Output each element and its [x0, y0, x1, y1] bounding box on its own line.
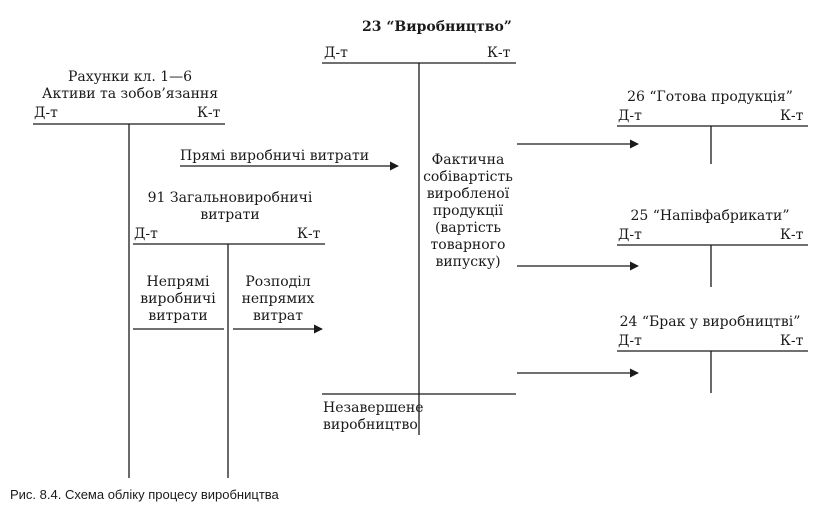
overhead-debit-label: Д-т: [134, 226, 158, 242]
indirect-costs-line1: Непрямі: [146, 274, 210, 290]
actual-cost-line2: собівартість: [423, 169, 513, 185]
semi-finished-debit-label: Д-т: [618, 227, 642, 243]
production-account-title: 23 “Виробництво”: [362, 19, 512, 35]
assets-account-title-line2: Активи та зобов’язання: [41, 86, 219, 102]
defects-account-title: 24 “Брак у виробництві”: [619, 314, 801, 330]
overhead-account-title-line2: витрати: [200, 207, 260, 223]
wip-line1: Незавершене: [323, 400, 424, 416]
direct-costs-label: Прямі виробничі витрати: [180, 148, 370, 164]
actual-cost-line6: товарного: [430, 237, 506, 253]
indirect-costs-line3: витрати: [148, 308, 208, 324]
wip-line2: виробництво: [323, 417, 418, 433]
semi-finished-account-title: 25 “Напівфабрикати”: [630, 208, 790, 224]
production-debit-label: Д-т: [324, 45, 348, 61]
actual-cost-line5: (вартість: [434, 220, 502, 236]
assets-credit-label: К-т: [197, 105, 221, 121]
allocation-line3: витрат: [252, 308, 303, 324]
overhead-credit-label: К-т: [297, 226, 321, 242]
allocation-line2: непрямих: [241, 291, 315, 307]
overhead-account-title-line1: 91 Загальновиробничі: [147, 190, 313, 206]
actual-cost-line7: випуску): [435, 254, 501, 270]
finished-goods-credit-label: К-т: [780, 108, 804, 124]
defects-credit-label: К-т: [780, 333, 804, 349]
indirect-costs-line2: виробничі: [140, 291, 216, 307]
actual-cost-line4: продукції: [432, 203, 504, 219]
finished-goods-debit-label: Д-т: [618, 108, 642, 124]
assets-debit-label: Д-т: [34, 105, 58, 121]
assets-account-title-line1: Рахунки кл. 1—6: [67, 69, 193, 85]
allocation-line1: Розподіл: [245, 274, 311, 290]
finished-goods-account-title: 26 “Готова продукція”: [627, 89, 793, 105]
figure-caption: Рис. 8.4. Схема обліку процесу виробницт…: [10, 487, 279, 502]
semi-finished-credit-label: К-т: [780, 227, 804, 243]
actual-cost-line3: виробленої: [426, 186, 510, 202]
actual-cost-line1: Фактична: [431, 152, 505, 168]
defects-debit-label: Д-т: [618, 333, 642, 349]
production-credit-label: К-т: [487, 45, 511, 61]
